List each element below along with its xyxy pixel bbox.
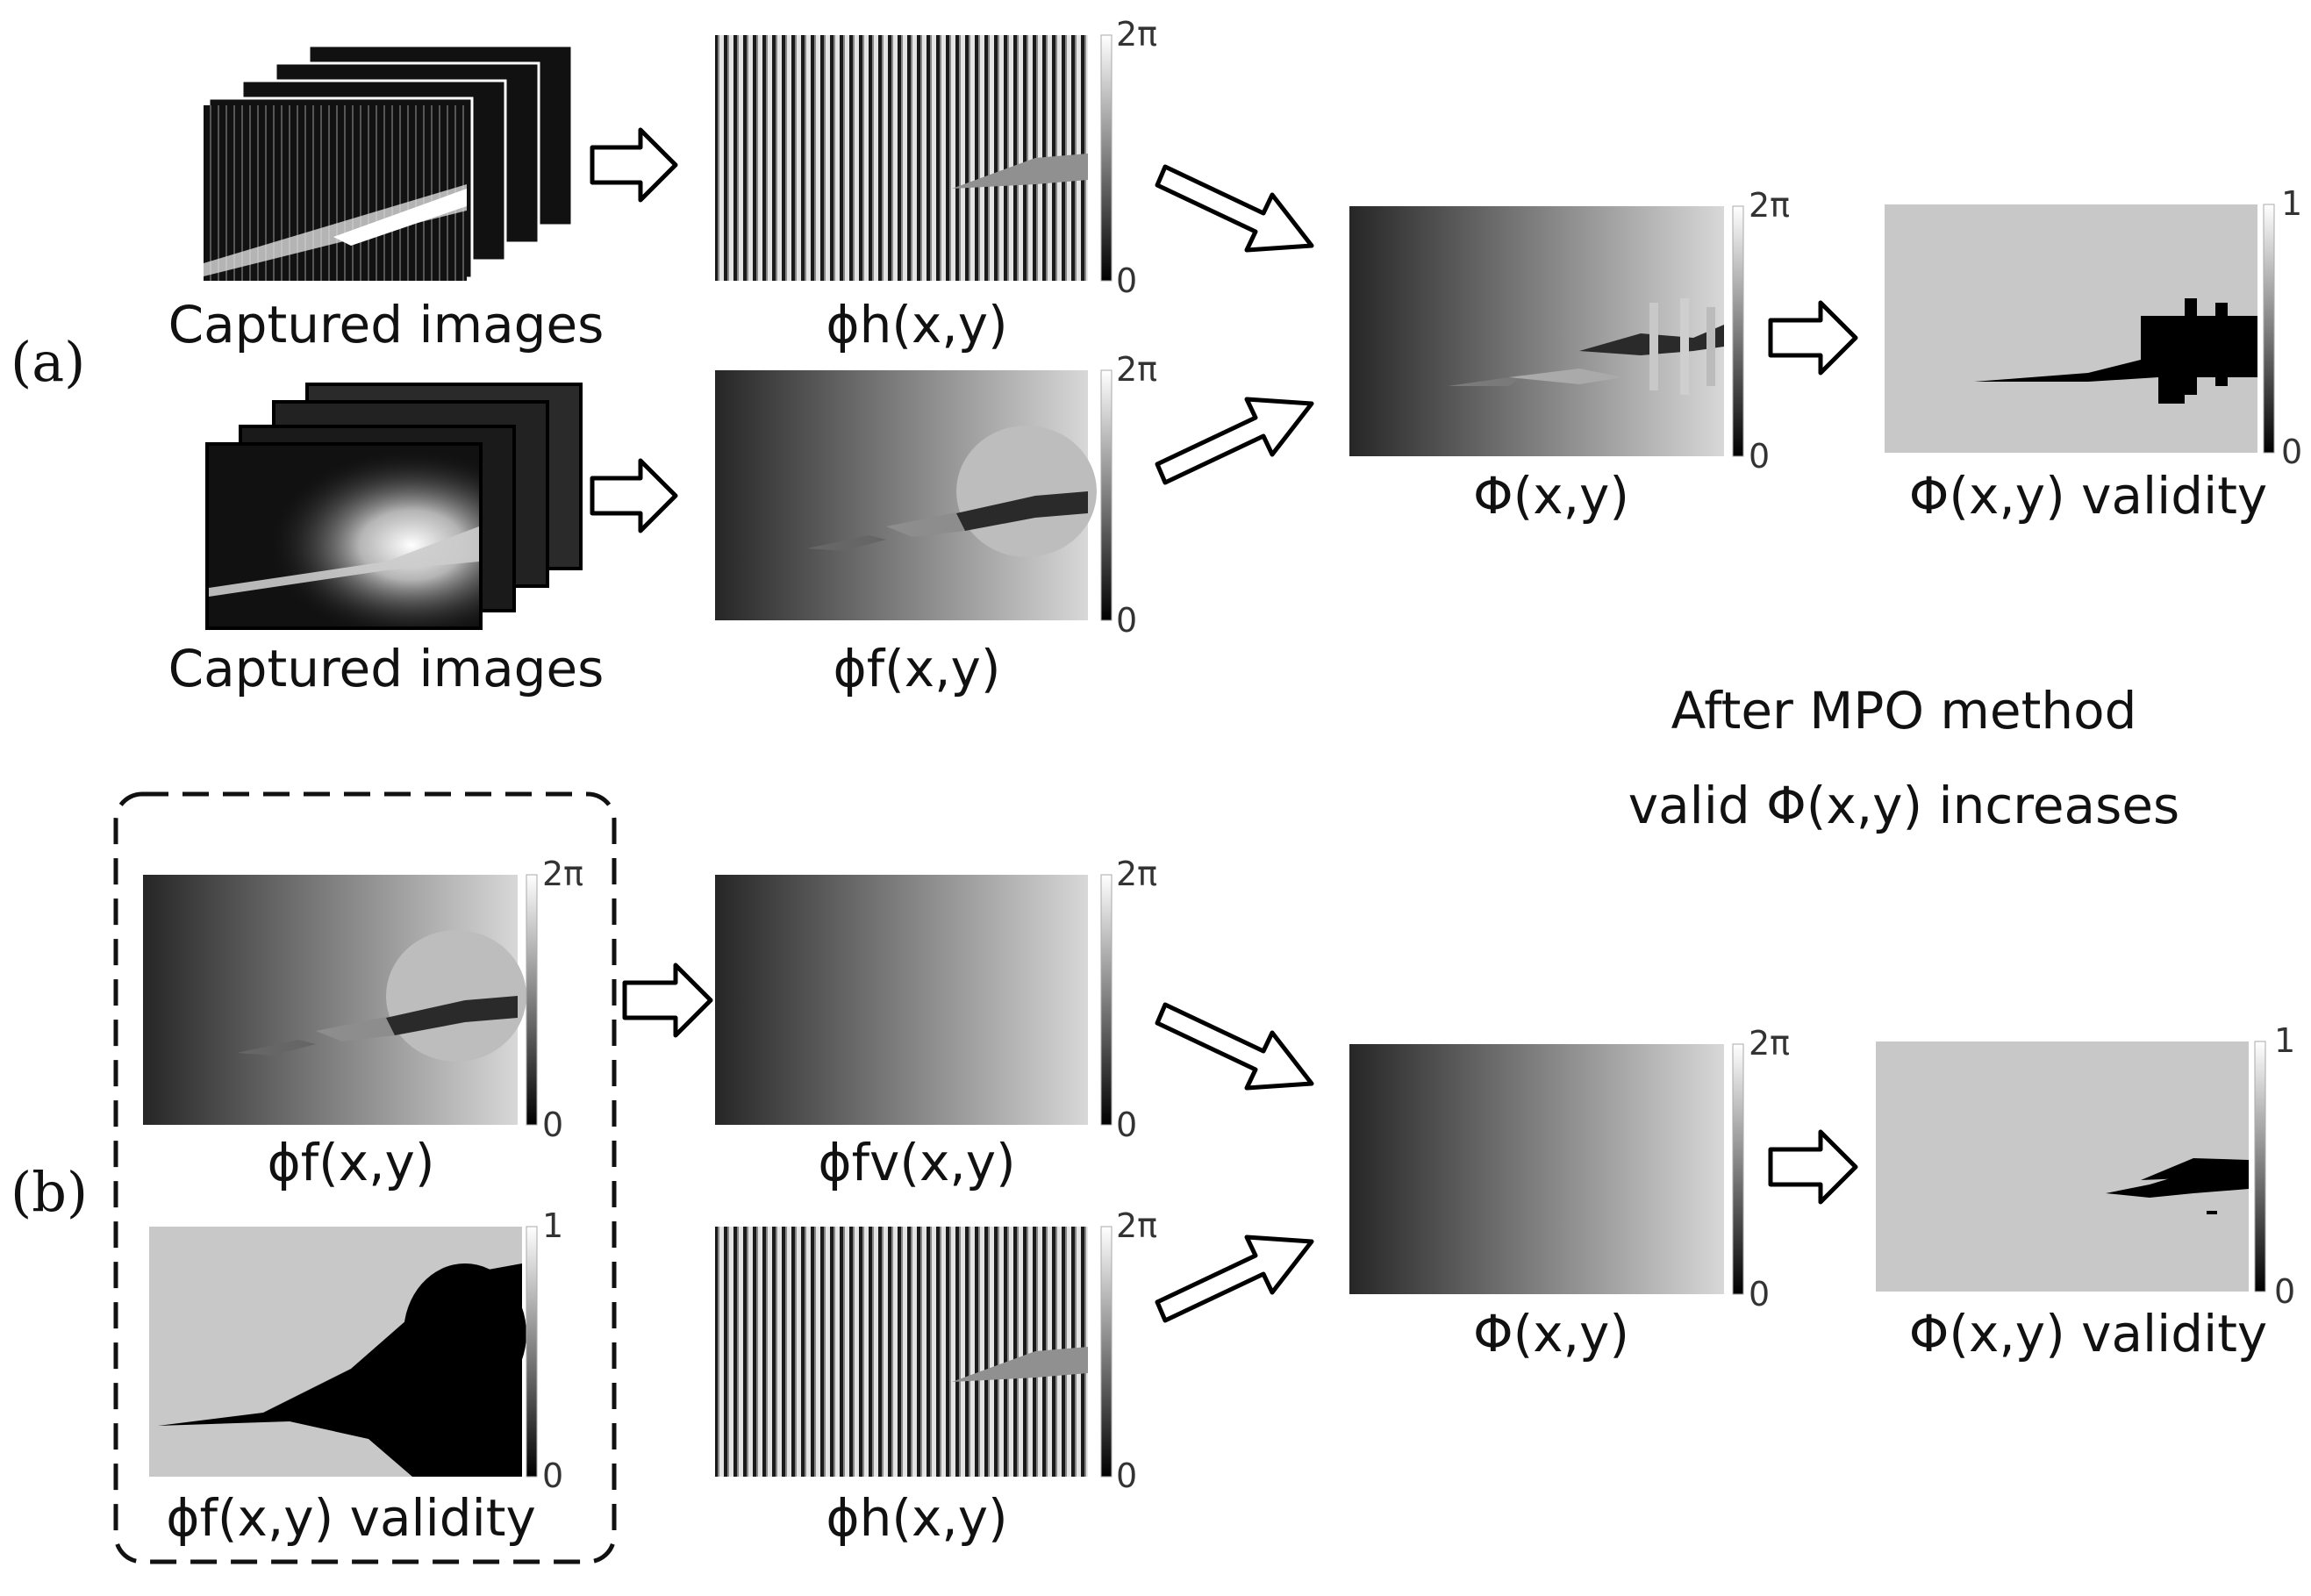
colorbar-min-label: 0 (1749, 437, 1770, 476)
arrow-right-icon (590, 458, 678, 533)
captured-fringe-images (204, 44, 574, 281)
Phi-map (1349, 1044, 1724, 1294)
colorbar-min-label: 0 (542, 1106, 563, 1144)
phi-f-map (143, 875, 526, 1125)
arrow-up-right-icon (1155, 1235, 1314, 1323)
caption-Phi-a: Φ(x,y) (1473, 466, 1629, 526)
colorbar (2254, 1041, 2266, 1292)
colorbar-max-label: 2π (1749, 1024, 1790, 1063)
caption-captured-fringe: Captured images (168, 295, 605, 354)
caption-phi-h-a: ϕh(x,y) (826, 295, 1007, 354)
caption-captured-full: Captured images (168, 639, 605, 698)
colorbar-min-label: 0 (542, 1456, 563, 1495)
colorbar-max-label: 2π (1116, 15, 1157, 54)
colorbar (526, 1226, 538, 1478)
phi-f-validity-map (149, 1227, 526, 1477)
colorbar-max-label: 2π (1116, 350, 1157, 389)
colorbar (1100, 874, 1113, 1126)
arrow-up-right-icon (1155, 397, 1314, 485)
caption-phi-f-validity-b: ϕf(x,y) validity (166, 1488, 536, 1548)
caption-Phi-validity-b: Φ(x,y) validity (1909, 1304, 2268, 1363)
colorbar (1100, 369, 1113, 621)
colorbar (1100, 1226, 1113, 1478)
phi-fv-map (715, 875, 1088, 1125)
mpo-note-line1: After MPO method (1671, 681, 2137, 741)
arrow-right-icon (1768, 1129, 1858, 1205)
phi-h-map (715, 35, 1088, 281)
colorbar-min-label: 0 (1749, 1275, 1770, 1313)
colorbar-max-label: 1 (2281, 184, 2302, 223)
colorbar-min-label: 0 (1116, 601, 1137, 640)
colorbar-max-label: 2π (1749, 186, 1790, 225)
mpo-note-line2: valid Φ(x,y) increases (1628, 776, 2179, 835)
colorbar-max-label: 1 (542, 1206, 563, 1245)
colorbar-min-label: 0 (1116, 261, 1137, 300)
caption-phi-f-b: ϕf(x,y) (267, 1133, 434, 1192)
caption-Phi-b: Φ(x,y) (1473, 1304, 1629, 1363)
colorbar (1100, 34, 1113, 282)
colorbar-min-label: 0 (2281, 433, 2302, 471)
colorbar (526, 874, 538, 1126)
phi-h-map (715, 1227, 1088, 1477)
colorbar (1732, 1043, 1744, 1295)
arrow-down-right-icon (1155, 1002, 1314, 1091)
caption-Phi-validity-a: Φ(x,y) validity (1909, 466, 2268, 526)
caption-phi-h-b: ϕh(x,y) (826, 1488, 1007, 1548)
Phi-map (1349, 206, 1724, 456)
captured-full-images (205, 383, 583, 630)
Phi-validity-map (1885, 204, 2257, 453)
colorbar-min-label: 0 (2274, 1272, 2295, 1311)
colorbar-max-label: 2π (542, 855, 583, 893)
colorbar (2263, 204, 2275, 454)
colorbar-max-label: 2π (1116, 855, 1157, 893)
input-group-box (113, 791, 617, 1564)
colorbar-max-label: 2π (1116, 1206, 1157, 1245)
colorbar-min-label: 0 (1116, 1106, 1137, 1144)
caption-phi-f-a: ϕf(x,y) (833, 639, 1000, 698)
colorbar-max-label: 1 (2274, 1021, 2295, 1060)
Phi-validity-map (1876, 1041, 2249, 1292)
phi-f-map (715, 370, 1097, 620)
colorbar-min-label: 0 (1116, 1456, 1137, 1495)
panel-label-a: (a) (11, 330, 85, 394)
caption-phi-fv-b: ϕfv(x,y) (818, 1133, 1015, 1192)
arrow-right-icon (590, 127, 678, 203)
arrow-down-right-icon (1155, 164, 1314, 253)
arrow-right-icon (622, 963, 713, 1038)
panel-label-b: (b) (11, 1160, 88, 1224)
colorbar (1732, 205, 1744, 457)
arrow-right-icon (1768, 300, 1858, 376)
